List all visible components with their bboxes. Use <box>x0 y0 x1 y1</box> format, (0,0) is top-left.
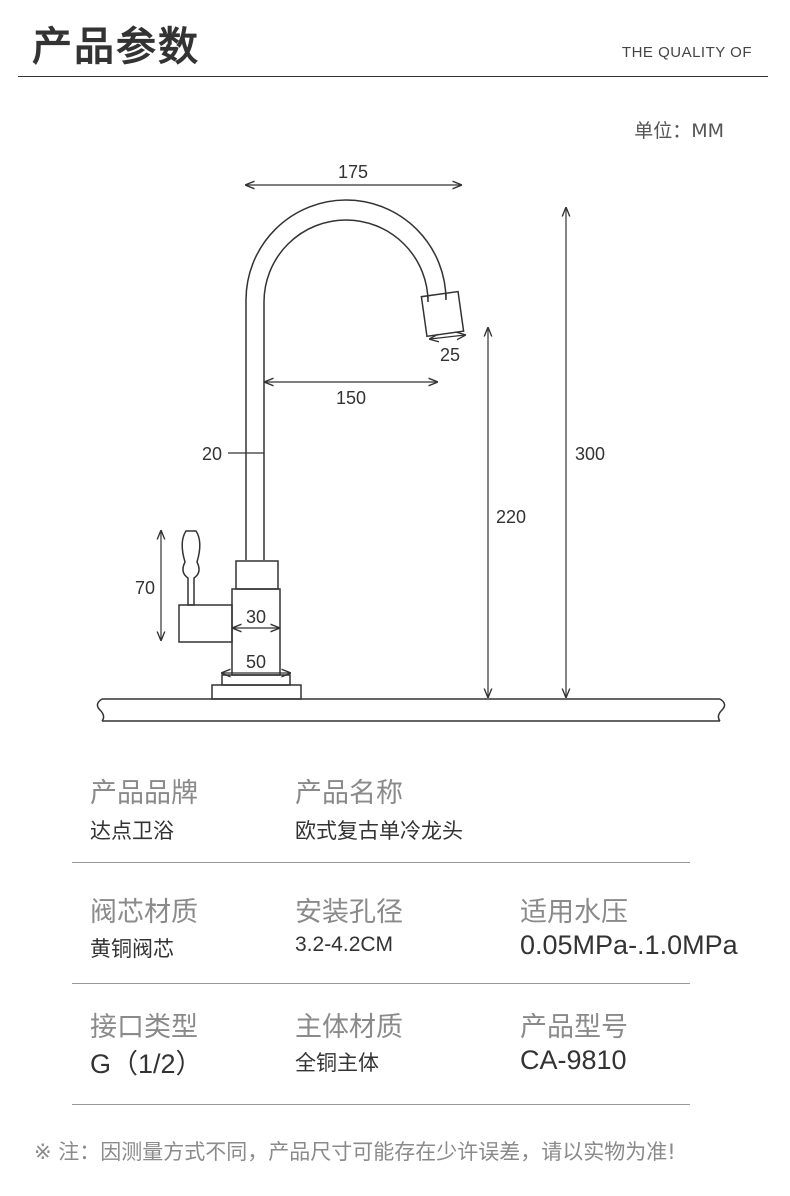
spec-value-brand: 达点卫浴 <box>90 819 174 843</box>
unit-label: 单位：MM <box>634 120 724 142</box>
spec-label-brand: 产品品牌 <box>90 778 198 809</box>
header-divider <box>18 76 768 77</box>
dim-label-220: 220 <box>496 507 526 527</box>
spec-divider <box>72 983 690 984</box>
dim-label-150: 150 <box>336 388 366 408</box>
spec-label-model-number: 产品型号 <box>520 1012 628 1043</box>
faucet-technical-drawing: 175 25 150 20 220 300 70 30 50 <box>96 162 726 722</box>
spec-value-product-name: 欧式复古单冷龙头 <box>295 819 463 843</box>
spec-value-model-number: CA-9810 <box>520 1045 627 1075</box>
dim-label-175: 175 <box>338 162 368 182</box>
page-subtitle: THE QUALITY OF <box>621 44 752 61</box>
page-title: 产品参数 <box>32 24 200 70</box>
spec-label-hole-size: 安装孔径 <box>295 897 403 928</box>
dim-label-50: 50 <box>246 652 266 672</box>
dim-label-20: 20 <box>202 444 222 464</box>
spec-value-connector-type: G（1/2） <box>90 1049 203 1079</box>
spec-value-hole-size: 3.2-4.2CM <box>295 933 394 956</box>
spec-value-valve-material: 黄铜阀芯 <box>90 937 174 961</box>
spec-value-water-pressure: 0.05MPa-.1.0MPa <box>520 930 738 960</box>
dim-label-300: 300 <box>575 444 605 464</box>
spec-label-water-pressure: 适用水压 <box>520 897 628 928</box>
spec-label-connector-type: 接口类型 <box>90 1012 198 1043</box>
spec-value-body-material: 全铜主体 <box>295 1051 379 1075</box>
faucet-outline <box>178 199 465 700</box>
spec-divider <box>72 1104 690 1105</box>
dim-label-30: 30 <box>246 607 266 627</box>
dimension-lines <box>161 185 566 697</box>
countertop <box>96 698 726 722</box>
measurement-note: ※ 注：因测量方式不同，产品尺寸可能存在少许误差，请以实物为准! <box>34 1140 676 1164</box>
spec-label-product-name: 产品名称 <box>295 778 403 809</box>
dim-label-70: 70 <box>135 578 155 598</box>
spec-label-valve-material: 阀芯材质 <box>90 897 198 928</box>
dim-label-25: 25 <box>440 345 460 365</box>
spec-divider <box>72 862 690 863</box>
spec-label-body-material: 主体材质 <box>295 1012 403 1043</box>
